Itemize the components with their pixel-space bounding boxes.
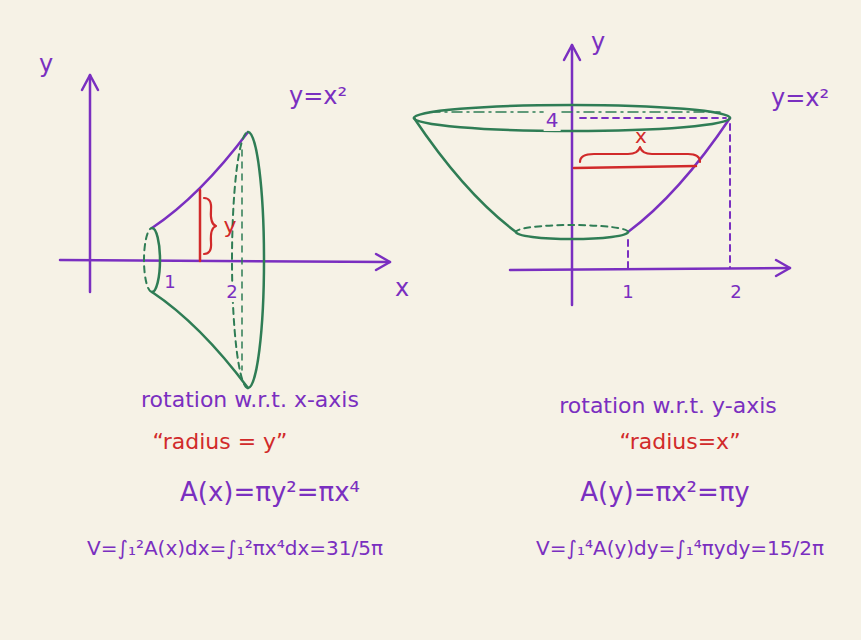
parabola-curve (628, 118, 730, 232)
guide-dashed-line (729, 124, 731, 268)
radius-label: y (223, 214, 236, 238)
radius-label: x (635, 125, 647, 147)
tick-label: 1 (162, 272, 177, 292)
area-formula: A(y)=πx²=πy (580, 478, 750, 507)
area-formula: A(x)=πy²=πx⁴ (180, 478, 360, 507)
hidden-ellipse-edge (144, 228, 152, 292)
tick-label: 1 (622, 282, 633, 302)
axis-label: x (395, 275, 409, 301)
y-axis (571, 45, 574, 305)
radius-brace (580, 147, 700, 162)
radius-note: “radius=x” (619, 430, 740, 454)
hidden-ellipse-edge (516, 225, 628, 232)
volume-formula: V=∫₁⁴A(y)dy=∫₁⁴πydy=15/2π (536, 537, 824, 559)
tick-label: 2 (224, 282, 239, 302)
curve-label: y=x² (289, 83, 347, 109)
mirrored-curve (152, 292, 248, 388)
axis-label: y (591, 29, 605, 55)
x-axis (60, 260, 390, 262)
caption-text: rotation w.r.t. x-axis (141, 388, 359, 412)
volume-formula: V=∫₁²A(x)dx=∫₁²πx⁴dx=31/5π (87, 537, 383, 559)
cross-section-ellipse (152, 228, 160, 292)
radius-brace (204, 198, 216, 254)
axis-arrowhead (776, 260, 790, 276)
x-axis (510, 268, 790, 270)
caption-text: rotation w.r.t. y-axis (559, 394, 777, 418)
height-label: 4 (544, 109, 561, 131)
top-ellipse (414, 105, 730, 118)
radius-line (574, 166, 696, 168)
radius-note: “radius = y” (152, 430, 287, 454)
guide-dashed-line (627, 240, 629, 268)
radius-line (199, 190, 202, 261)
axis-arrowhead (564, 45, 580, 60)
tick-label: 2 (730, 282, 741, 302)
top-ellipse (414, 118, 730, 131)
axis-arrowhead (376, 254, 390, 270)
curve-label: y=x² (771, 85, 829, 111)
hidden-ellipse-edge (430, 111, 720, 113)
mirrored-curve (414, 118, 516, 232)
axis-arrowhead (82, 75, 98, 90)
bottom-ellipse (516, 232, 628, 239)
cross-section-ellipse (248, 132, 264, 388)
hidden-ellipse-edge (232, 132, 248, 388)
radius-dashed-line (580, 117, 726, 119)
hidden-ellipse-edge (241, 150, 243, 370)
axis-label: y (39, 51, 53, 77)
